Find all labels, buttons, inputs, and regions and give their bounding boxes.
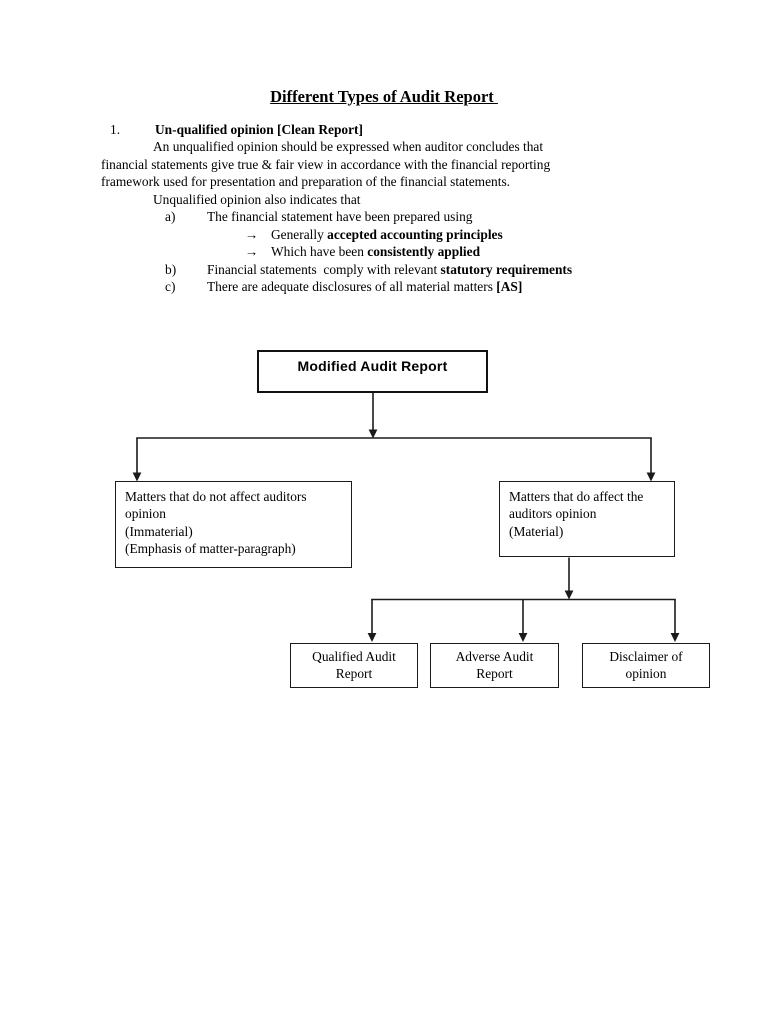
leaf-line: Qualified Audit	[312, 649, 396, 664]
arrowhead-adverse	[518, 633, 528, 642]
list-item-a-text: The financial statement have been prepar…	[207, 209, 473, 225]
left-box-line: Matters that do not affect auditors	[125, 489, 307, 504]
left-box-line: (Immaterial)	[125, 523, 193, 539]
list-item-c-pre: There are adequate disclosures of all ma…	[207, 279, 497, 295]
flowchart-right-box: Matters that do affect the auditors opin…	[499, 481, 675, 557]
paragraph-line: financial statements give true & fair vi…	[101, 156, 551, 172]
right-box-line: (Material)	[509, 523, 564, 539]
arrow-item-1: → Generally accepted accounting principle…	[101, 226, 681, 243]
arrow-item-1-pre: Generally	[271, 226, 328, 242]
right-box-line: Matters that do affect the	[509, 489, 644, 504]
list-item-c-bold: [AS]	[496, 279, 523, 295]
paragraph-line: framework used for presentation and prep…	[101, 174, 511, 190]
arrow-item-1-bold: accepted accounting principles	[327, 226, 503, 242]
list-item-a: a) The financial statement have been prep…	[101, 208, 681, 225]
numbered-heading-line: 1. Un-qualified opinion [Clean Report]	[101, 121, 681, 138]
arrow-item-2-bold: consistently applied	[367, 244, 481, 260]
list-label-a: a)	[165, 209, 176, 225]
flowchart-root-label: Modified Audit Report	[297, 358, 448, 374]
right-arrow-icon: →	[245, 226, 259, 242]
arrow-item-2-pre: Which have been	[271, 244, 368, 260]
flowchart-leaf-qualified: Qualified Audit Report	[290, 643, 418, 688]
page-title-text: Different Types of Audit Report	[270, 87, 498, 106]
list-item-b-pre: Financial statements comply with relevan…	[207, 261, 441, 277]
leaf-line: Disclaimer of	[609, 649, 683, 664]
arrowhead-root	[368, 429, 378, 439]
right-box-line: auditors opinion	[509, 506, 597, 522]
flowchart-leaf-adverse: Adverse Audit Report	[430, 643, 559, 688]
arrowhead-qualified	[367, 633, 377, 642]
arrow-item-2: → Which have been consistently applied	[101, 243, 681, 260]
flowchart-leaf-disclaimer: Disclaimer of opinion	[582, 643, 710, 688]
right-arrow-icon: →	[245, 244, 259, 260]
arrowhead-material	[564, 590, 574, 600]
flowchart-left-box: Matters that do not affect auditors opin…	[115, 481, 352, 568]
list-label-c: c)	[165, 279, 176, 295]
leaf-line: Adverse Audit	[455, 649, 534, 664]
arrowhead-disclaimer	[670, 633, 680, 642]
body-text: 1. Un-qualified opinion [Clean Report] An…	[101, 121, 681, 296]
page-title: Different Types of Audit Report	[0, 87, 768, 107]
leaf-line: opinion	[625, 666, 667, 682]
leaf-line: Report	[476, 666, 513, 682]
list-label-b: b)	[165, 261, 177, 277]
paragraph-line: An unqualified opinion should be express…	[153, 139, 544, 155]
left-box-line: opinion	[125, 506, 166, 522]
sub-intro-line: Unqualified opinion also indicates that	[153, 191, 361, 207]
list-number: 1.	[110, 122, 121, 137]
flowchart-root-box: Modified Audit Report	[257, 350, 488, 393]
list-item-b: b) Financial statements comply with relev…	[101, 261, 681, 278]
leaf-line: Report	[335, 666, 373, 682]
list-item-c: c) There are adequate disclosures of all …	[101, 278, 681, 295]
list-item-b-bold: statutory requirements	[440, 261, 573, 277]
section-heading: Un-qualified opinion [Clean Report]	[155, 122, 363, 137]
left-box-line: (Emphasis of matter-paragraph)	[125, 540, 296, 556]
